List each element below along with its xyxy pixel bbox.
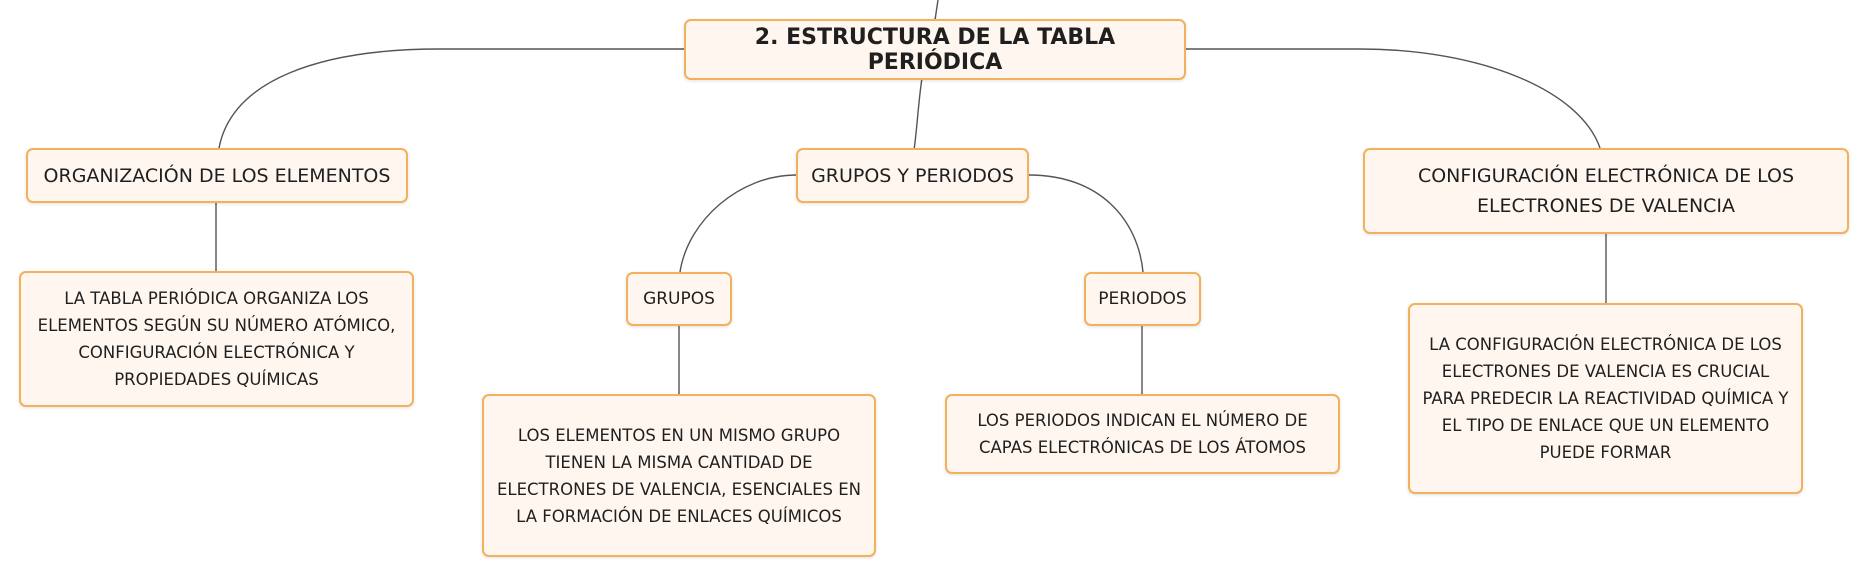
connector-root-configuracion [1186,48,1601,149]
connector-parent-root [934,0,939,21]
topic-grupos-periodos[interactable]: GRUPOS Y PERIODOS [796,148,1029,203]
detail-grupos[interactable]: LOS ELEMENTOS EN UN MISMO GRUPO TIENEN L… [482,394,876,557]
topic-grupos-periodos-label: GRUPOS Y PERIODOS [811,164,1014,187]
topic-organizacion[interactable]: ORGANIZACIÓN DE LOS ELEMENTOS [26,148,408,203]
connector-root-grupos-periodos [913,77,923,151]
detail-organizacion-text: LA TABLA PERIÓDICA ORGANIZA LOS ELEMENTO… [37,289,396,389]
connector-gp-periodos [1028,174,1144,273]
topic-grupos[interactable]: GRUPOS [626,272,732,326]
connector-root-organizacion [218,48,684,149]
detail-configuracion-text: LA CONFIGURACIÓN ELECTRÓNICA DE LOS ELEC… [1422,335,1789,462]
root-topic[interactable]: 2. ESTRUCTURA DE LA TABLA PERIÓDICA [684,19,1186,80]
topic-configuracion-label: CONFIGURACIÓN ELECTRÓNICA DE LOS ELECTRO… [1417,165,1795,217]
topic-periodos[interactable]: PERIODOS [1084,272,1201,326]
topic-grupos-label: GRUPOS [643,289,715,309]
detail-periodos[interactable]: LOS PERIODOS INDICAN EL NÚMERO DE CAPAS … [945,394,1340,474]
connector-gp-grupos [679,174,797,273]
topic-periodos-label: PERIODOS [1098,289,1187,309]
detail-grupos-text: LOS ELEMENTOS EN UN MISMO GRUPO TIENEN L… [496,425,862,526]
detail-periodos-text: LOS PERIODOS INDICAN EL NÚMERO DE CAPAS … [977,411,1308,457]
topic-configuracion[interactable]: CONFIGURACIÓN ELECTRÓNICA DE LOS ELECTRO… [1363,148,1849,234]
detail-organizacion[interactable]: LA TABLA PERIÓDICA ORGANIZA LOS ELEMENTO… [19,271,414,407]
root-topic-label: 2. ESTRUCTURA DE LA TABLA PERIÓDICA [754,24,1116,75]
topic-organizacion-label: ORGANIZACIÓN DE LOS ELEMENTOS [43,164,391,187]
detail-configuracion[interactable]: LA CONFIGURACIÓN ELECTRÓNICA DE LOS ELEC… [1408,303,1803,494]
